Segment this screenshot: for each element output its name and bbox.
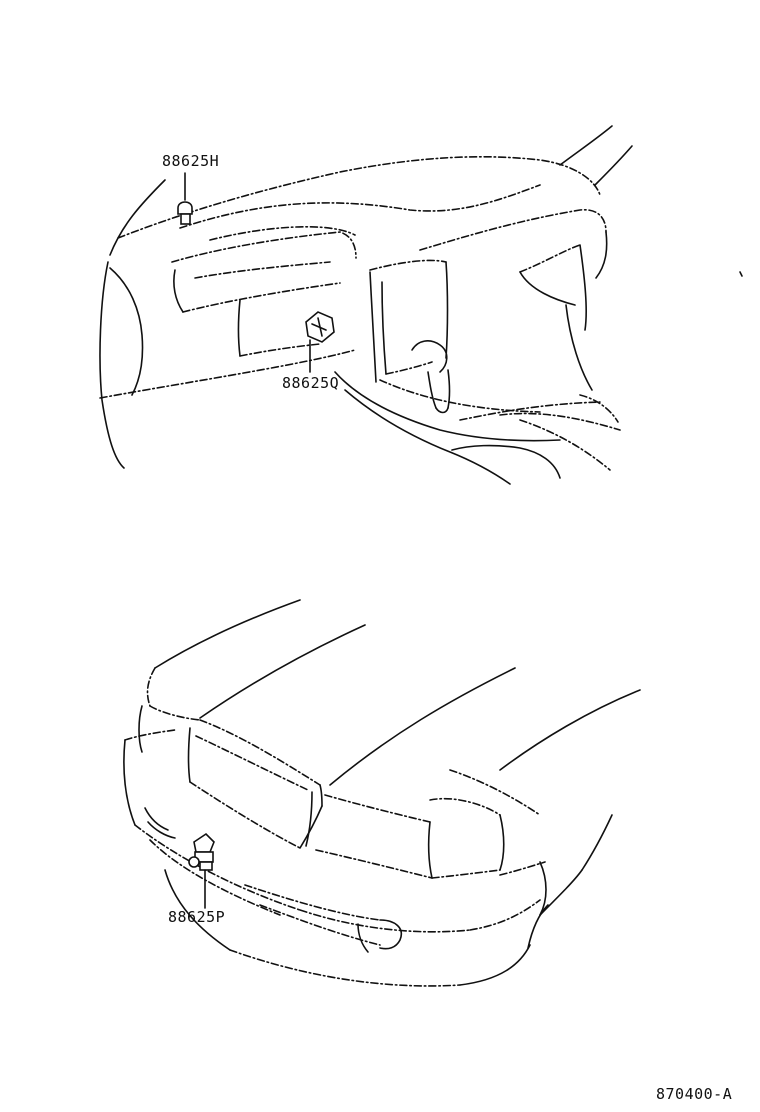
vehicle-front-illustration <box>123 599 641 987</box>
callout-88625h: 88625H <box>162 152 219 170</box>
callout-88625q: 88625Q <box>282 374 339 392</box>
dashboard-illustration <box>99 125 743 485</box>
figure-reference-number: 870400-A <box>656 1085 732 1103</box>
part-88625h-icon <box>177 172 193 225</box>
callout-88625p: 88625P <box>168 908 225 926</box>
part-88625q-icon <box>305 311 335 373</box>
part-88625p-icon <box>188 832 215 909</box>
